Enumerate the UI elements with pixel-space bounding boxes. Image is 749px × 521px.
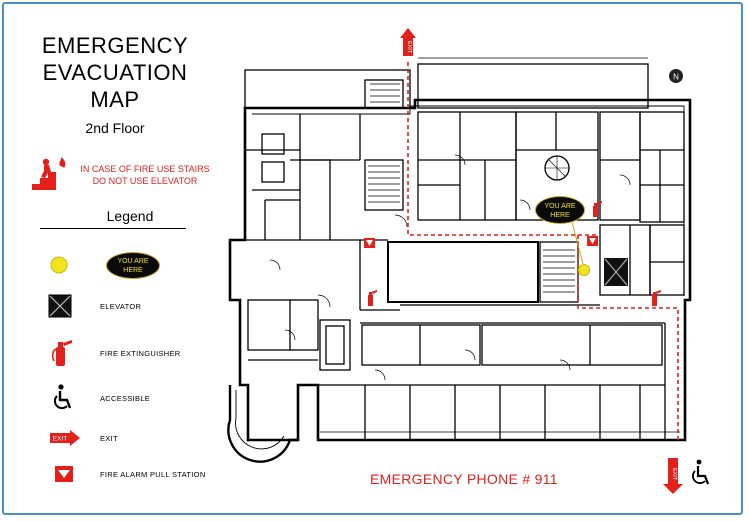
svg-text:EXIT: EXIT bbox=[53, 436, 67, 443]
exit-arrow-icon: EXIT bbox=[50, 430, 80, 446]
legend-yah-line-2: HERE bbox=[123, 267, 143, 274]
legend-accessible-label: ACCESSIBLE bbox=[100, 394, 151, 403]
you-are-here-map-dot bbox=[578, 264, 590, 276]
fire-warning: IN CASE OF FIRE USE STAIRS DO NOT USE EL… bbox=[70, 163, 220, 187]
title-line-3: MAP bbox=[90, 87, 140, 112]
exit-bottom-label: EXIT bbox=[671, 468, 677, 481]
exit-bottom-marker bbox=[663, 458, 683, 494]
legend-extinguisher-label: FIRE EXTINGUISHER bbox=[100, 349, 181, 358]
warning-line-2: DO NOT USE ELEVATOR bbox=[92, 176, 198, 186]
legend-you-are-here-badge: YOU ARE HERE bbox=[106, 252, 160, 279]
legend-title: Legend bbox=[106, 208, 154, 224]
fire-extinguisher-markers bbox=[368, 201, 661, 306]
north-marker-label: N bbox=[673, 73, 679, 82]
map-you-are-here-badge: YOU ARE HERE bbox=[535, 196, 585, 224]
legend-divider bbox=[40, 228, 186, 229]
emergency-phone: EMERGENCY PHONE # 911 bbox=[370, 471, 558, 487]
warning-line-1: IN CASE OF FIRE USE STAIRS bbox=[80, 164, 210, 174]
fire-stairs-icon bbox=[32, 157, 66, 190]
fire-alarm-icon bbox=[55, 466, 73, 482]
floor-label: 2nd Floor bbox=[85, 120, 145, 136]
fire-extinguisher-icon bbox=[52, 340, 72, 366]
you-are-here-dot-icon bbox=[50, 256, 68, 274]
you-are-here-pointer bbox=[571, 221, 584, 265]
legend-exit-label: EXIT bbox=[100, 434, 118, 443]
title-line-2: EVACUATION bbox=[42, 60, 188, 85]
legend-yah-line-1: YOU ARE bbox=[117, 258, 149, 265]
accessible-exit-icon bbox=[692, 459, 710, 485]
exit-top-marker bbox=[400, 28, 416, 56]
map-frame bbox=[2, 2, 743, 515]
fire-alarm-markers bbox=[364, 236, 598, 248]
evacuation-route bbox=[407, 62, 679, 440]
exit-top-label: EXIT bbox=[406, 41, 412, 54]
title-line-1: EMERGENCY bbox=[41, 33, 189, 58]
map-yah-line-2: HERE bbox=[550, 212, 570, 219]
elevator-icon bbox=[48, 294, 72, 318]
elevator-marker bbox=[604, 258, 628, 286]
map-title: EMERGENCY EVACUATION MAP bbox=[20, 32, 210, 113]
accessible-icon bbox=[53, 384, 72, 410]
map-yah-line-1: YOU ARE bbox=[544, 203, 576, 210]
legend-alarm-label: FIRE ALARM PULL STATION bbox=[100, 470, 206, 479]
north-arrow-icon bbox=[669, 69, 683, 83]
legend-elevator-label: ELEVATOR bbox=[100, 302, 142, 311]
